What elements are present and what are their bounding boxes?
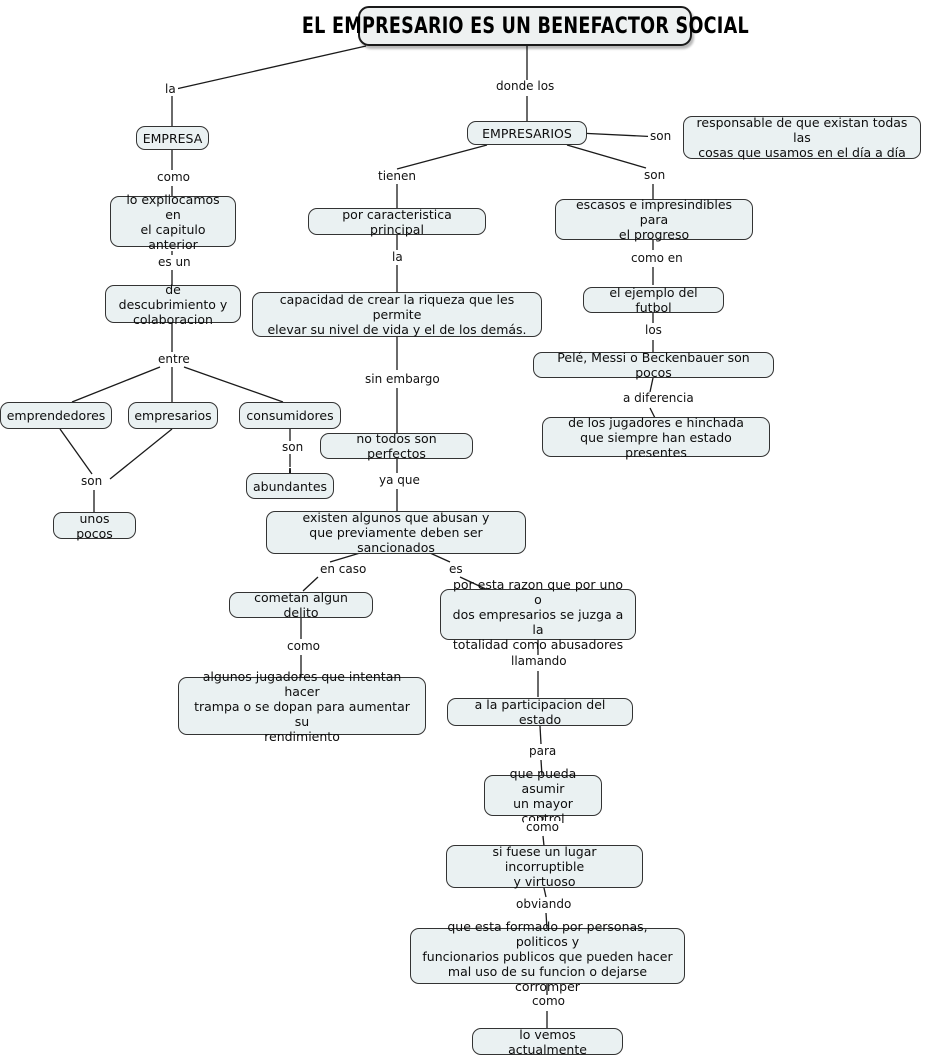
node-lo-vemos[interactable]: lo vemos actualmente bbox=[472, 1027, 623, 1057]
node-escasos[interactable]: escasos e impresindibles para el progres… bbox=[555, 197, 753, 242]
node-ejemplo-futbol[interactable]: el ejemplo del futbol bbox=[583, 285, 724, 315]
edge-empresarios2-son bbox=[109, 428, 173, 480]
link-label-los: los bbox=[643, 323, 664, 337]
edge-empresarios-tienen bbox=[396, 144, 488, 170]
node-jugadores-hinchada[interactable]: de los jugadores e hinchada que siempre … bbox=[542, 415, 770, 460]
link-label-son-responsable: son bbox=[648, 129, 674, 143]
edge-empresarios-son2 bbox=[566, 144, 647, 169]
node-responsable[interactable]: responsable de que existan todas las cos… bbox=[683, 115, 921, 160]
node-empresarios[interactable]: EMPRESARIOS bbox=[467, 121, 587, 145]
edge-encaso-cometan bbox=[302, 576, 319, 592]
node-que-esta-formado[interactable]: que esta formado por personas, politicos… bbox=[410, 919, 685, 994]
link-label-donde-los: donde los bbox=[494, 79, 557, 93]
link-label-para: para bbox=[527, 744, 559, 758]
node-empresa[interactable]: EMPRESA bbox=[136, 126, 209, 150]
link-label-sin-embargo: sin embargo bbox=[363, 372, 442, 386]
node-no-todos[interactable]: no todos son perfectos bbox=[320, 431, 473, 461]
node-capacidad[interactable]: capacidad de crear la riqueza que les pe… bbox=[252, 292, 542, 337]
link-label-la-capacidad: la bbox=[390, 250, 405, 264]
node-lugar-incorruptible[interactable]: si fuese un lugar incorruptible y virtuo… bbox=[446, 844, 643, 889]
edge-lugar-obviando bbox=[543, 887, 547, 898]
node-participacion-estado[interactable]: a la participacion del estado bbox=[447, 697, 633, 727]
node-pele-messi[interactable]: Pelé, Messi o Beckenbauer son pocos bbox=[533, 350, 774, 380]
link-label-a-diferencia: a diferencia bbox=[621, 391, 696, 405]
node-title[interactable]: EL EMPRESARIO ES UN BENEFACTOR SOCIAL bbox=[301, 6, 748, 46]
node-existen-algunos[interactable]: existen algunos que abusan y que previam… bbox=[266, 510, 526, 555]
link-label-ya-que: ya que bbox=[377, 473, 422, 487]
node-lo-expliocamos[interactable]: lo expliocamos en el capitulo anterior bbox=[110, 192, 236, 252]
link-label-como-lo-vemos: como bbox=[530, 994, 567, 1008]
edge-entre-emprendedores bbox=[71, 366, 161, 403]
node-title-text: EL EMPRESARIO ES UN BENEFACTOR SOCIAL bbox=[301, 13, 749, 39]
link-label-como-en: como en bbox=[629, 251, 685, 265]
link-label-es-un: es un bbox=[156, 255, 193, 269]
edge-pele-adiferencia bbox=[649, 377, 654, 393]
node-empresarios-small[interactable]: empresarios bbox=[128, 402, 218, 429]
node-por-caracteristica[interactable]: por caracteristica principal bbox=[308, 207, 486, 237]
edge-title-la bbox=[175, 45, 367, 90]
edge-entre-consumidores bbox=[183, 366, 284, 403]
link-label-como-empresa: como bbox=[155, 170, 192, 184]
link-label-son-consumidores: son bbox=[280, 440, 306, 454]
link-label-como-jugadores: como bbox=[285, 639, 322, 653]
link-label-la-top: la bbox=[163, 82, 178, 96]
link-label-es-razon: es bbox=[447, 562, 465, 576]
node-por-esta-razon[interactable]: por esta razon que por uno o dos empresa… bbox=[440, 577, 636, 652]
node-unos-pocos[interactable]: unos pocos bbox=[53, 511, 136, 541]
node-abundantes[interactable]: abundantes bbox=[246, 473, 334, 499]
link-label-entre: entre bbox=[156, 352, 192, 366]
node-mayor-control[interactable]: que pueda asumir un mayor control bbox=[484, 766, 602, 826]
node-algunos-jugadores[interactable]: algunos jugadores que intentan hacer tra… bbox=[178, 669, 426, 744]
node-consumidores[interactable]: consumidores bbox=[239, 402, 341, 429]
edge-participacion-para bbox=[539, 725, 542, 745]
node-descubrimiento[interactable]: de descubrimiento y colaboracion bbox=[105, 282, 241, 327]
node-cometan-delito[interactable]: cometan algun delito bbox=[229, 590, 373, 620]
node-emprendedores[interactable]: emprendedores bbox=[0, 402, 112, 429]
edge-emprendedores-son bbox=[59, 428, 93, 475]
link-label-son-escasos: son bbox=[642, 168, 668, 182]
link-label-tienen: tienen bbox=[376, 169, 419, 183]
link-label-como-lugar: como bbox=[524, 820, 561, 834]
link-label-son-unos-pocos: son bbox=[79, 474, 105, 488]
link-label-en-caso: en caso bbox=[318, 562, 369, 576]
link-label-llamando: llamando bbox=[509, 654, 569, 668]
link-label-obviando: obviando bbox=[514, 897, 574, 911]
